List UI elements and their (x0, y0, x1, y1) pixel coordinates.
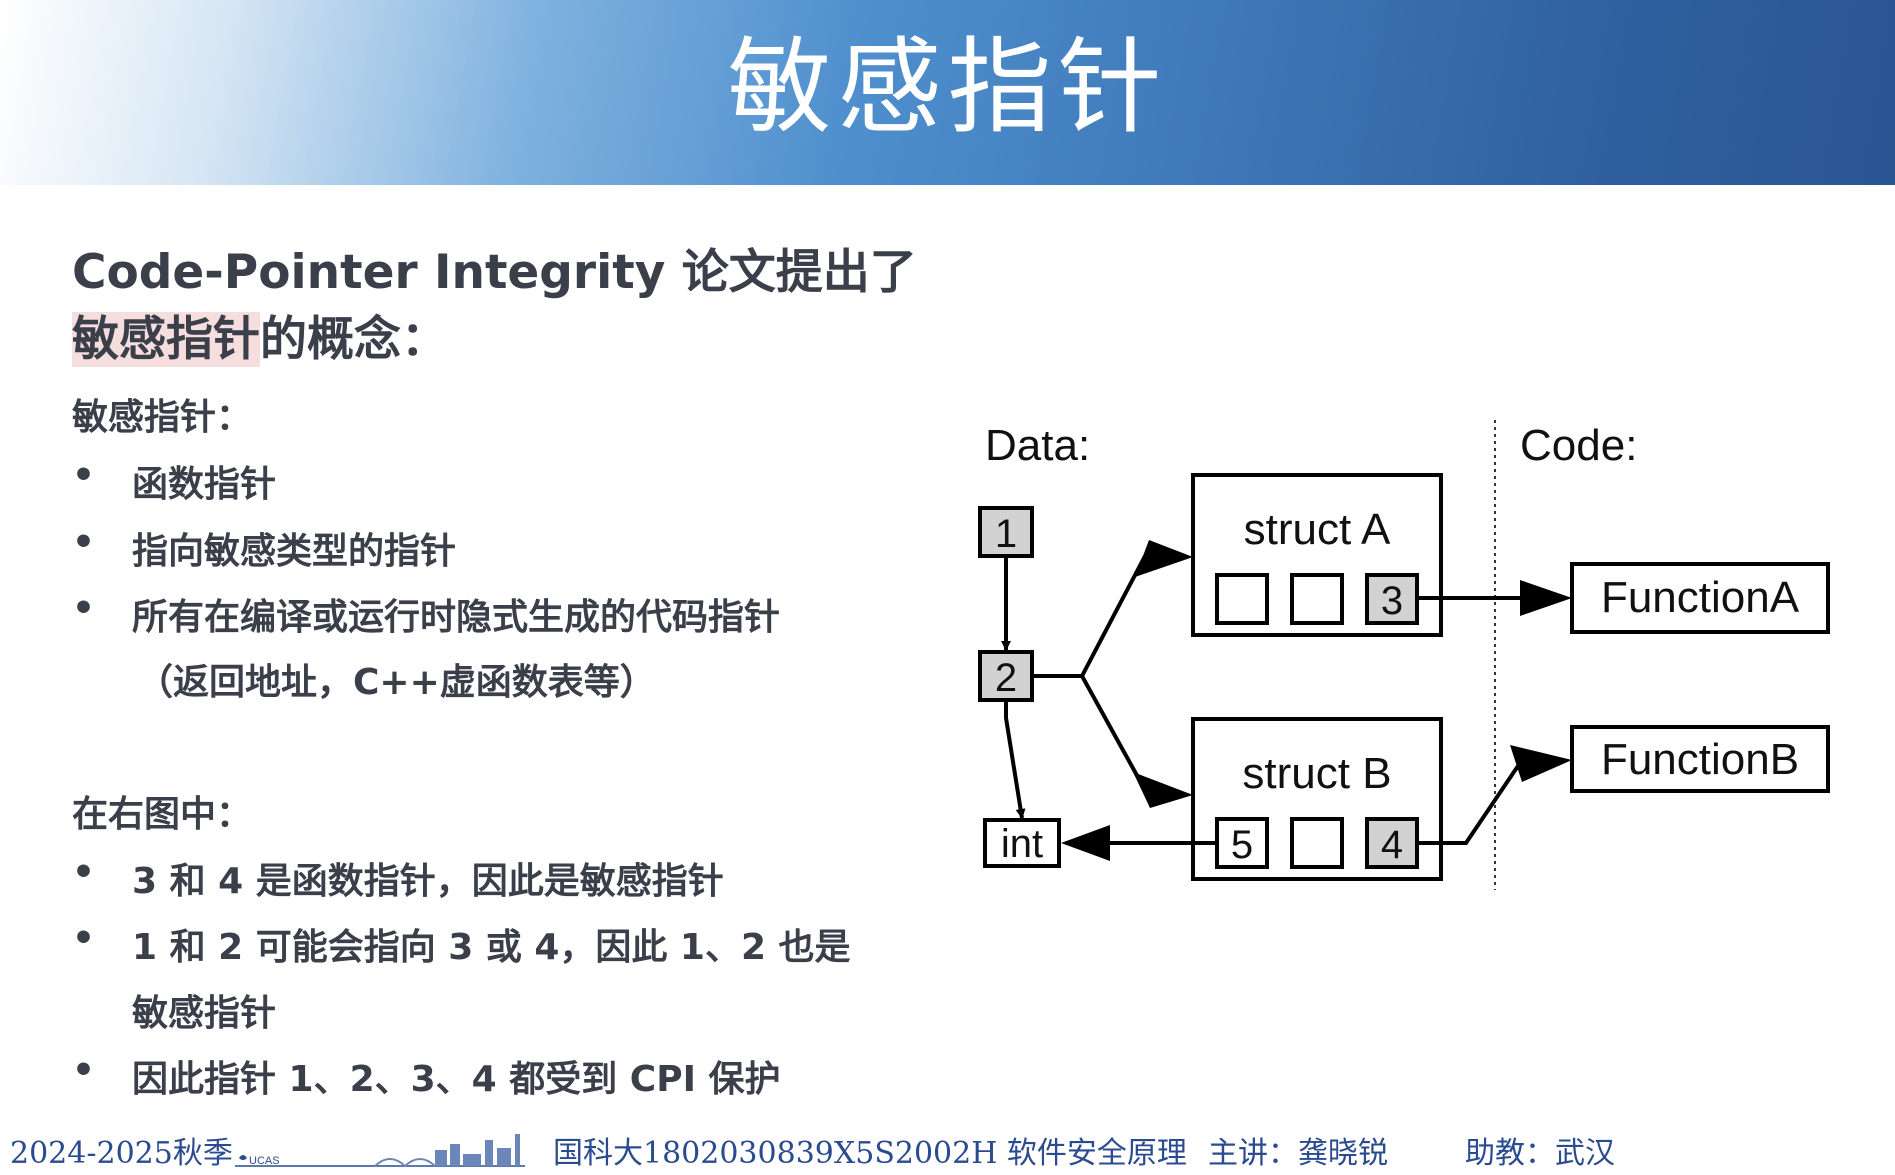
pointer-box-5-label: 5 (1231, 823, 1253, 867)
data-label: Data: (985, 421, 1090, 470)
section1-label: 敏感指针： (72, 397, 253, 438)
bullet-text: 1 和 2 可能会指向 3 或 4，因此 1、2 也是 (132, 927, 851, 968)
function-b-label: FunctionB (1601, 735, 1799, 784)
section2-label: 在右图中： (72, 794, 253, 835)
arrow-2-to-struct-a-line (1032, 555, 1147, 678)
function-a-label: FunctionA (1601, 573, 1800, 622)
code-label: Code: (1520, 421, 1637, 470)
heading-rest: 的概念： (260, 312, 448, 367)
bullet-text: 3 和 4 是函数指针，因此是敏感指针 (132, 861, 724, 902)
arrow-4-to-function-b-head (1510, 745, 1572, 782)
heading-line2: 敏感指针的概念： (72, 307, 448, 373)
struct-b-label: struct B (1242, 749, 1391, 798)
slide-title: 敏感指针 (727, 26, 1168, 148)
arrow-5-to-int-head (1061, 825, 1110, 861)
cpi-diagram: Data: Code: 1 2 int struct A 3 struct B … (978, 420, 1830, 890)
pointer-box-1 (978, 506, 1034, 558)
int-box (983, 818, 1061, 868)
function-a-box (1570, 562, 1830, 634)
footer: 2024-2025秋季 UCAS 国科大1802030839X5S2002H 软… (0, 1120, 1895, 1175)
arrow-2-to-struct-a-head (1135, 540, 1193, 577)
footer-assistant: 助教：武汉 (1465, 1136, 1615, 1171)
bullet-dot: • (72, 455, 96, 496)
logo-text: UCAS (249, 1155, 280, 1167)
bullet-text: 所有在编译或运行时隐式生成的代码指针 (132, 597, 781, 638)
footer-semester: 2024-2025秋季 (10, 1136, 233, 1171)
pointer-box-2-label: 2 (995, 656, 1017, 700)
pointer-box-5 (1215, 817, 1269, 869)
bullet-text: 函数指针 (132, 464, 277, 505)
arrow-4-to-function-b-line (1417, 758, 1524, 845)
arrow-2-to-struct-b-line (1080, 675, 1147, 791)
footer-course: 国科大1802030839X5S2002H 软件安全原理 (553, 1136, 1187, 1171)
struct-a-field-empty (1215, 573, 1269, 625)
bullet-continuation-text: （返回地址，C++虚函数表等） (137, 662, 656, 703)
bullet-dot: • (72, 588, 96, 629)
function-b-box (1570, 725, 1830, 793)
pointer-box-3 (1365, 573, 1419, 625)
footer-lecturer: 主讲：龚晓锐 (1208, 1136, 1388, 1171)
heading-line1: Code-Pointer Integrity 论文提出了 (72, 245, 917, 300)
pointer-box-1-label: 1 (995, 512, 1017, 556)
arrow-2-to-struct-b-head (1133, 772, 1193, 808)
arrow-2-to-int (1004, 700, 1026, 819)
bullet-dot: • (72, 918, 96, 959)
title-banner: 敏感指针 (0, 0, 1895, 185)
bullet-text: 因此指针 1、2、3、4 都受到 CPI 保护 (132, 1059, 781, 1100)
bullet-dot: • (72, 522, 96, 563)
int-box-label: int (1001, 822, 1043, 866)
bullet-dot: • (72, 852, 96, 893)
bullet-dot: • (72, 1050, 96, 1091)
struct-a-label: struct A (1244, 505, 1391, 554)
pointer-box-4-label: 4 (1381, 823, 1403, 867)
arrow-3-to-function-a-head (1520, 580, 1572, 616)
pointer-box-3-label: 3 (1381, 579, 1403, 623)
bullet-text: 指向敏感类型的指针 (132, 531, 457, 572)
ucas-logo-icon: UCAS (235, 1134, 525, 1168)
struct-a-field-empty (1290, 573, 1344, 625)
highlighted-term: 敏感指针 (72, 312, 260, 367)
bullet-continuation-text: 敏感指针 (132, 993, 277, 1034)
struct-b-field-empty (1290, 817, 1344, 869)
